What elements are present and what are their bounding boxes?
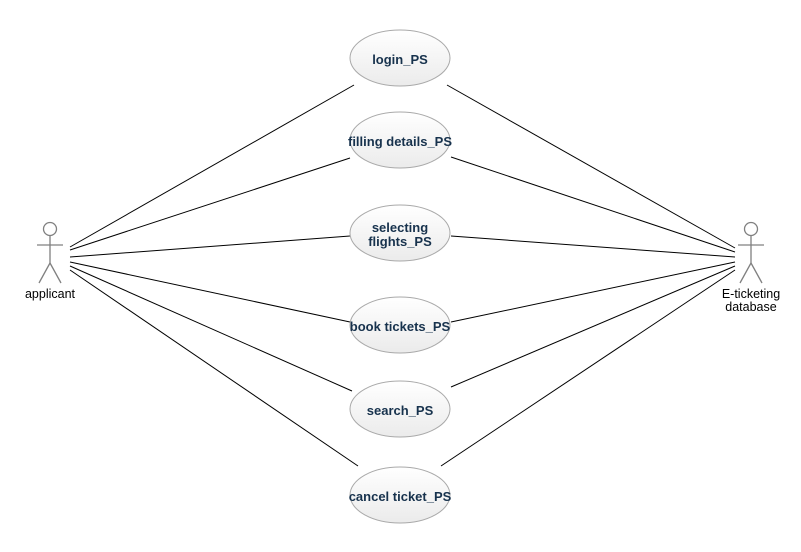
actor-label-line-2: database [725, 300, 776, 314]
use-case-label: search_PS [367, 403, 434, 418]
stick-figure-icon [738, 221, 764, 284]
use-case-ellipse [349, 466, 451, 524]
connector-applicant-cancel-ticket [69, 269, 359, 467]
use-case-selecting-flights[interactable]: selecting flights_PS [349, 204, 451, 262]
use-case-book-tickets[interactable]: book tickets_PS [349, 296, 451, 354]
use-case-ellipse [349, 29, 451, 87]
connector-database-cancel-ticket [440, 269, 736, 467]
actor-e-ticketing-database[interactable]: E-ticketing database [722, 221, 780, 315]
use-case-label: book tickets_PS [350, 319, 451, 334]
use-case-label: cancel ticket_PS [349, 489, 452, 504]
connector-database-search [450, 265, 736, 388]
use-case-ellipse [349, 111, 451, 169]
actor-applicant[interactable]: applicant [25, 221, 76, 302]
connector-applicant-search [69, 265, 353, 392]
connector-applicant-filling-details [69, 157, 351, 251]
connector-database-selecting-flights [450, 235, 736, 258]
stick-figure-icon [37, 221, 63, 284]
use-case-filling-details[interactable]: filling details_PS [348, 111, 452, 169]
connector-database-login [446, 84, 736, 249]
use-case-label: login_PS [372, 52, 428, 67]
use-case-ellipse [349, 204, 451, 262]
connector-applicant-book-tickets [69, 261, 351, 323]
actor-label-line-1: E-ticketing [722, 287, 780, 301]
connector-applicant-selecting-flights [69, 235, 351, 258]
use-case-label-line-2: flights_PS [368, 234, 432, 249]
use-case-label: filling details_PS [348, 134, 452, 149]
connector-database-book-tickets [450, 261, 736, 323]
use-case-ellipse [349, 296, 451, 354]
use-case-search[interactable]: search_PS [349, 380, 451, 438]
connector-database-filling-details [450, 156, 736, 253]
connectors [69, 84, 736, 467]
connector-applicant-login [69, 84, 355, 248]
use-case-label-line-1: selecting [372, 220, 428, 235]
use-case-ellipse [349, 380, 451, 438]
use-case-cancel-ticket[interactable]: cancel ticket_PS [349, 466, 452, 524]
use-case-login[interactable]: login_PS [349, 29, 451, 87]
actor-label: applicant [25, 287, 76, 301]
